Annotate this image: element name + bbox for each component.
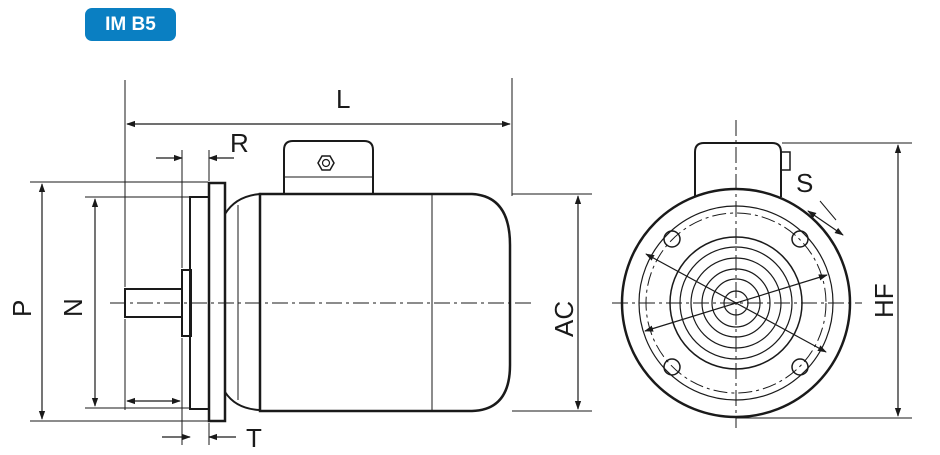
dimension-shaft-length xyxy=(124,319,183,445)
dimension-P: P xyxy=(7,181,208,422)
label-AC: AC xyxy=(549,301,579,337)
bell-housing xyxy=(224,192,261,412)
label-L: L xyxy=(336,84,350,114)
flange-plate xyxy=(207,181,227,423)
motor-body xyxy=(258,192,512,413)
bolt-hole xyxy=(663,230,681,248)
end-view xyxy=(612,120,862,428)
dimension-T: T xyxy=(162,423,262,453)
end-cable-gland xyxy=(780,151,791,171)
side-view xyxy=(110,140,532,423)
dimension-S: S xyxy=(796,168,844,236)
label-N: N xyxy=(58,298,88,317)
mounting-type-badge: IM B5 xyxy=(85,8,176,41)
label-R: R xyxy=(230,128,249,158)
dimension-HF: HF xyxy=(736,142,912,419)
dimension-AC: AC xyxy=(512,193,592,412)
end-terminal-box xyxy=(694,142,782,197)
bolt-hole xyxy=(663,358,681,376)
bolt-hole xyxy=(791,230,809,248)
terminal-box xyxy=(283,140,374,194)
dimension-N: N xyxy=(58,196,189,409)
cable-gland-nut xyxy=(317,155,335,171)
label-S: S xyxy=(796,168,813,198)
label-P: P xyxy=(7,300,37,317)
label-T: T xyxy=(246,423,262,453)
label-HF: HF xyxy=(869,283,899,318)
dimension-R: R xyxy=(156,128,249,268)
bolt-hole xyxy=(791,358,809,376)
dimension-L: L xyxy=(124,78,513,287)
